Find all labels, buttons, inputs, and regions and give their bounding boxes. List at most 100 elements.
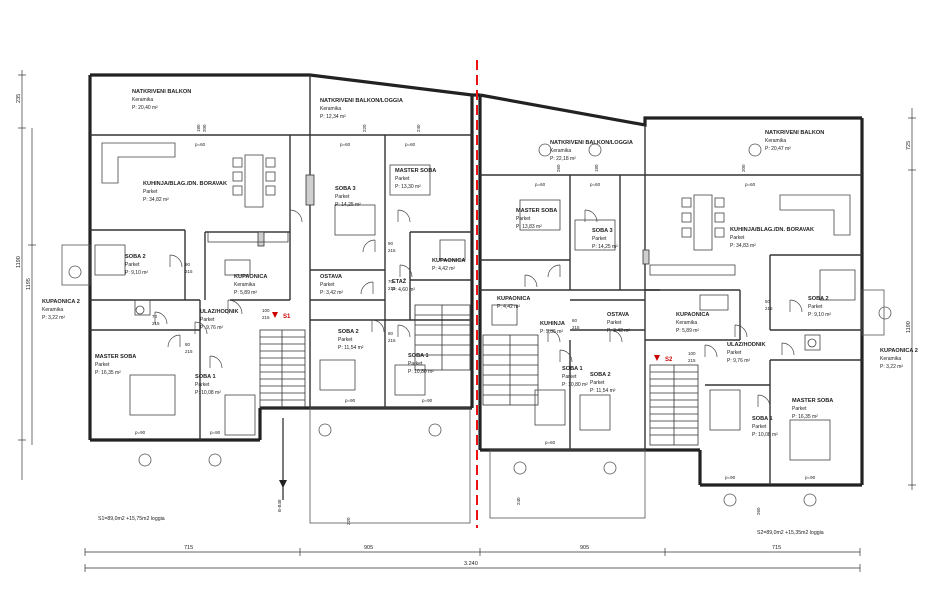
sill-4: p=60 bbox=[340, 142, 351, 147]
door-dim-18: 215 bbox=[765, 306, 773, 311]
door-dim-9: 90 bbox=[388, 241, 394, 246]
kitchen-counter-right bbox=[649, 264, 736, 276]
kitchen-counter-left bbox=[207, 231, 289, 243]
bed-soba1-mid-left bbox=[394, 364, 426, 396]
interior-walls-right bbox=[480, 175, 862, 485]
bathtub-right bbox=[699, 294, 729, 311]
toilet-left bbox=[135, 305, 145, 315]
door-dim-19: 60 bbox=[572, 318, 578, 323]
bottom-dim-1: 715 bbox=[184, 545, 193, 551]
door-dim-12: 215 bbox=[388, 286, 396, 291]
bathtub-left bbox=[224, 259, 251, 276]
bed-soba2-mid-left bbox=[319, 359, 356, 391]
bed-master-left bbox=[129, 374, 176, 416]
bed-soba1-bottom-right bbox=[534, 389, 566, 426]
door-dim-8: 215 bbox=[262, 315, 270, 320]
door-dim-11: 70 bbox=[388, 279, 394, 284]
door-dim-5: 80 bbox=[185, 342, 191, 347]
door-dim-6: 215 bbox=[185, 349, 193, 354]
staircases bbox=[259, 304, 699, 446]
bed-master-top-left bbox=[389, 164, 431, 196]
entry-porches bbox=[61, 244, 885, 524]
total-dimension: 3.240 bbox=[464, 561, 478, 567]
staircase-right bbox=[482, 334, 699, 446]
window-tag-4: 240 bbox=[416, 124, 421, 132]
bottom-dim-2: 905 bbox=[364, 545, 373, 551]
bed-soba3-right bbox=[574, 219, 616, 251]
shower-left-2 bbox=[439, 239, 466, 261]
dining-table-left bbox=[232, 154, 276, 208]
unit-marker-arrow-right bbox=[654, 355, 660, 361]
section-mark-label: B-B48 bbox=[277, 499, 282, 512]
doors bbox=[154, 209, 803, 408]
left-dim-1: 235 bbox=[16, 94, 22, 103]
sofa-right bbox=[779, 194, 851, 236]
door-dim-10: 215 bbox=[388, 248, 396, 253]
door-dim-15: 100 bbox=[688, 351, 696, 356]
bed-soba2-left bbox=[94, 244, 126, 276]
window-tag-8: 220 bbox=[346, 517, 351, 525]
bed-master-right bbox=[789, 419, 831, 461]
window-tags bbox=[68, 143, 892, 507]
dimension-lines bbox=[18, 70, 916, 572]
right-dim-1: 725 bbox=[906, 141, 912, 150]
sill-13: p=90 bbox=[805, 475, 816, 480]
window-tag-6: 180 bbox=[594, 164, 599, 172]
window-tag-3: 220 bbox=[362, 124, 367, 132]
bed-soba1-right bbox=[709, 389, 741, 431]
left-dim-3: 1195 bbox=[26, 278, 32, 290]
bottom-dim-4: 715 bbox=[772, 545, 781, 551]
window-tag-1: 180 bbox=[196, 124, 201, 132]
sill-3: p=90 bbox=[210, 430, 221, 435]
sill-10: p=60 bbox=[745, 182, 756, 187]
door-dim-17: 50 bbox=[765, 299, 771, 304]
unit-marker-arrow-left bbox=[272, 312, 278, 318]
door-dim-1: 90 bbox=[185, 262, 191, 267]
bed-soba2-bottom-right bbox=[579, 394, 611, 431]
window-tag-7: 200 bbox=[741, 164, 746, 172]
door-dim-7: 100 bbox=[262, 308, 270, 313]
door-dim-14: 215 bbox=[388, 338, 396, 343]
section-arrow bbox=[279, 480, 287, 488]
door-dim-13: 80 bbox=[388, 331, 394, 336]
sill-1: p=60 bbox=[195, 142, 206, 147]
bed-soba3-left bbox=[334, 204, 376, 236]
sill-9: p=60 bbox=[590, 182, 601, 187]
door-dim-16: 215 bbox=[688, 358, 696, 363]
door-dim-2: 215 bbox=[185, 269, 193, 274]
window-tag-5: 260 bbox=[556, 164, 561, 172]
sill-6: p=90 bbox=[345, 398, 356, 403]
right-dim-2: 1190 bbox=[906, 321, 912, 333]
shower-right bbox=[804, 334, 821, 351]
door-dim-4: 215 bbox=[152, 321, 160, 326]
bed-master-top-right bbox=[519, 199, 561, 231]
summary-s2: S2=89,0m2 +15,35m2 loggia bbox=[757, 530, 824, 536]
unit-marker-s2: S2 bbox=[665, 357, 673, 363]
sofa-left bbox=[101, 142, 176, 184]
summary-s1: S1=89,0m2 +15,75m2 loggia bbox=[98, 516, 165, 522]
sill-5: p=60 bbox=[405, 142, 416, 147]
